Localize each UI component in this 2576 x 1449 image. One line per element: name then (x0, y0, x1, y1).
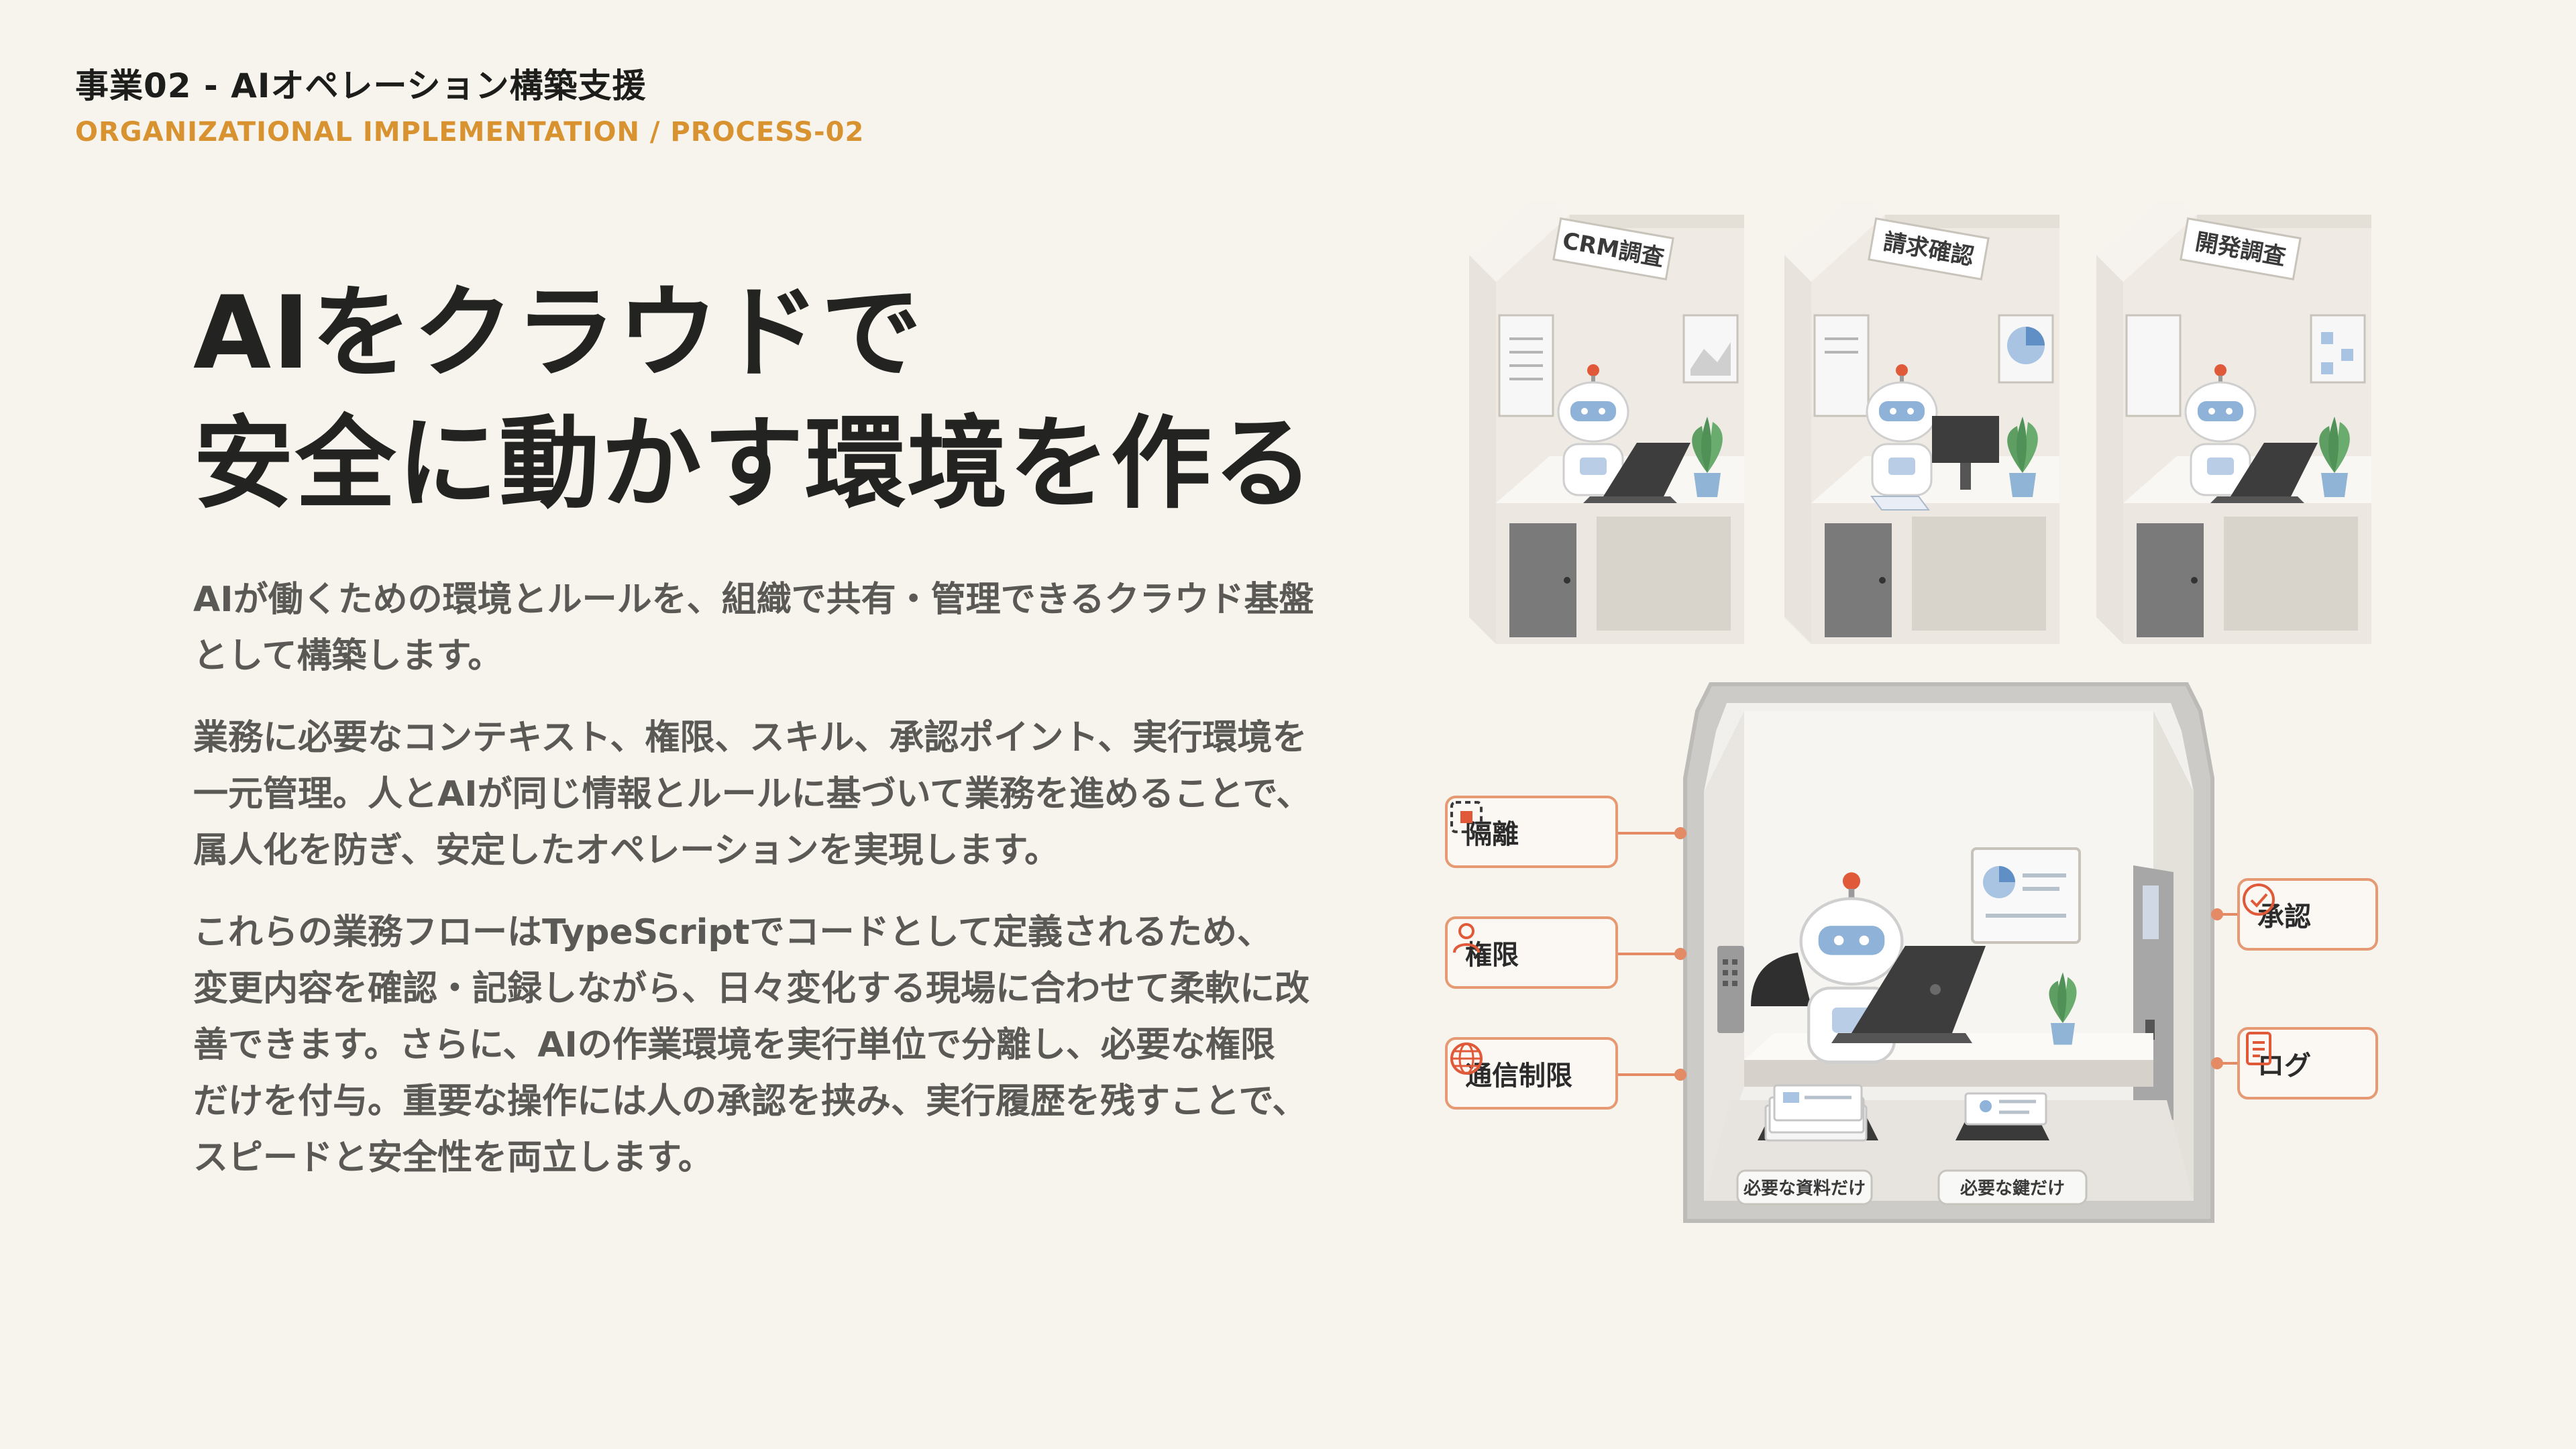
text-line: 善できます。さらに、AIの作業環境を実行単位で分離し、必要な権限 (193, 1025, 1275, 1065)
paragraph-3: これらの業務フローはTypeScriptでコードとして定義されるため、 変更内容… (193, 904, 1334, 1186)
section-subtitle: ORGANIZATIONAL IMPLEMENTATION / PROCESS-… (75, 117, 865, 148)
desk-tag-keys: 必要な鍵だけ (1960, 1178, 2065, 1199)
headline-line-1: AIをクラウドで (193, 275, 923, 392)
paragraph-2: 業務に必要なコンテキスト、権限、スキル、承認ポイント、実行環境を 一元管理。人と… (193, 710, 1334, 879)
text-line: AIが働くための環境とルールを、組織で共有・管理できるクラウド基盤 (193, 580, 1314, 620)
ai-workspace-illustration: CRM調査 請求確認 開発調査 (1436, 201, 2509, 1248)
slide-header: 事業02 - AIオペレーション構築支援 ORGANIZATIONAL IMPL… (75, 59, 864, 148)
text-line: だけを付与。重要な操作には人の承認を挟み、実行履歴を残すことで、 (193, 1081, 1307, 1122)
booth-dev: 開発調査 (2095, 201, 2373, 645)
text-line: 業務に必要なコンテキスト、権限、スキル、承認ポイント、実行環境を (193, 718, 1307, 758)
headline-line-2: 安全に動かす環境を作る (193, 406, 1316, 523)
connector-lines (1618, 827, 2237, 1081)
paragraph-1: AIが働くための環境とルールを、組織で共有・管理できるクラウド基盤 として構築し… (193, 572, 1334, 684)
booth-crm: CRM調査 (1468, 201, 1746, 645)
headline: AIをクラウドで 安全に動かす環境を作る (193, 268, 1315, 530)
label-approval: 承認 (2237, 878, 2378, 951)
label-text: 通信制限 (1465, 1061, 1572, 1091)
desk-tag-documents: 必要な資料だけ (1743, 1179, 1866, 1199)
document-icon (2246, 1032, 2271, 1065)
text-line: スピードと安全性を両立します。 (193, 1138, 713, 1178)
illustration-canvas: CRM調査 請求確認 開発調査 (1468, 201, 2373, 1223)
booth-billing: 請求確認 (1783, 201, 2061, 645)
label-log: ログ (2237, 1027, 2378, 1099)
text-line: これらの業務フローはTypeScriptでコードとして定義されるため、 (193, 912, 1272, 953)
label-permission: 権限 (1445, 916, 1618, 989)
person-icon (1453, 923, 1480, 953)
label-text: ログ (2257, 1051, 2311, 1081)
label-text: 隔離 (1465, 819, 1519, 850)
section-title: 事業02 - AIオペレーション構築支援 (75, 66, 647, 105)
label-text: 承認 (2257, 902, 2311, 932)
text-line: 一元管理。人とAIが同じ情報とルールに基づいて業務を進めることで、 (193, 774, 1311, 814)
isolation-icon (1450, 801, 1483, 833)
globe-icon (1450, 1042, 1483, 1075)
body-text: AIが働くための環境とルールを、組織で共有・管理できるクラウド基盤 として構築し… (193, 572, 1334, 1212)
text-line: 属人化を防ぎ、安定したオペレーションを実現します。 (193, 830, 1060, 871)
text-line: 変更内容を確認・記録しながら、日々変化する現場に合わせて柔軟に改 (193, 969, 1310, 1009)
label-isolation: 隔離 (1445, 796, 1618, 868)
label-network-restriction: 通信制限 (1445, 1037, 1618, 1110)
text-line: として構築します。 (193, 636, 503, 676)
check-circle-icon (2243, 883, 2275, 916)
isolated-booth: 必要な資料だけ 必要な鍵だけ (1683, 682, 2214, 1223)
